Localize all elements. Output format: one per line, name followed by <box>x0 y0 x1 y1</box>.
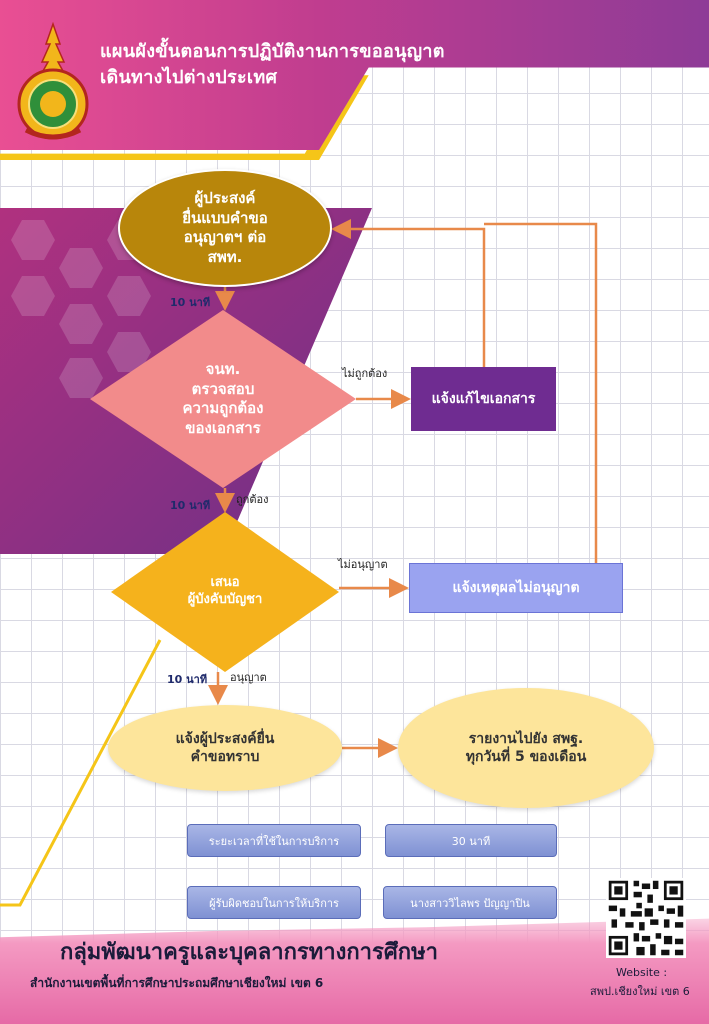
step-notify-applicant: แจ้งผู้ประสงค์ยื่น คำขอทราบ <box>108 705 342 791</box>
service-duration-label: ระยะเวลาที่ใช้ในการบริการ <box>187 824 361 857</box>
emblem-logo <box>17 22 89 140</box>
step-report-obec: รายงานไปยัง สพฐ. ทุกวันที่ 5 ของเดือน <box>398 688 654 808</box>
time-label-3: 10 นาที <box>167 673 208 686</box>
edge-label-correct: ถูกต้อง <box>236 493 269 506</box>
step-fix-documents: แจ้งแก้ไขเอกสาร <box>411 367 556 431</box>
footer-subtitle: สำนักงานเขตพื้นที่การศึกษาประถมศึกษาเชีย… <box>30 976 324 990</box>
footer-band <box>0 918 709 1024</box>
service-duration-value: 30 นาที <box>385 824 557 857</box>
responsible-person-value: นางสาววิไลพร ปัญญาปิน <box>383 886 557 919</box>
footer-title: กลุ่มพัฒนาครูและบุคลากรทางการศึกษา <box>60 940 438 965</box>
website-label: Website : <box>616 966 668 979</box>
edge-label-approved: อนุญาต <box>230 671 267 684</box>
step-reject-reason: แจ้งเหตุผลไม่อนุญาต <box>409 563 623 613</box>
time-label-2: 10 นาที <box>170 499 211 512</box>
edge-label-incorrect: ไม่ถูกต้อง <box>342 367 388 380</box>
time-label-1: 10 นาที <box>170 296 211 309</box>
qr-code-icon[interactable] <box>606 878 686 958</box>
page-title-line-1: แผนผังขั้นตอนการปฏิบัติงานการขออนุญาต <box>100 41 445 62</box>
step-submit-request: ผู้ประสงค์ ยื่นแบบคำขอ อนุญาตฯ ต่อ สพท. <box>118 169 332 287</box>
website-value[interactable]: สพป.เชียงใหม่ เขต 6 <box>590 985 690 998</box>
page-title-line-2: เดินทางไปต่างประเทศ <box>100 67 278 88</box>
edge-label-not-approved: ไม่อนุญาต <box>338 558 388 571</box>
responsible-person-label: ผู้รับผิดชอบในการให้บริการ <box>187 886 361 919</box>
